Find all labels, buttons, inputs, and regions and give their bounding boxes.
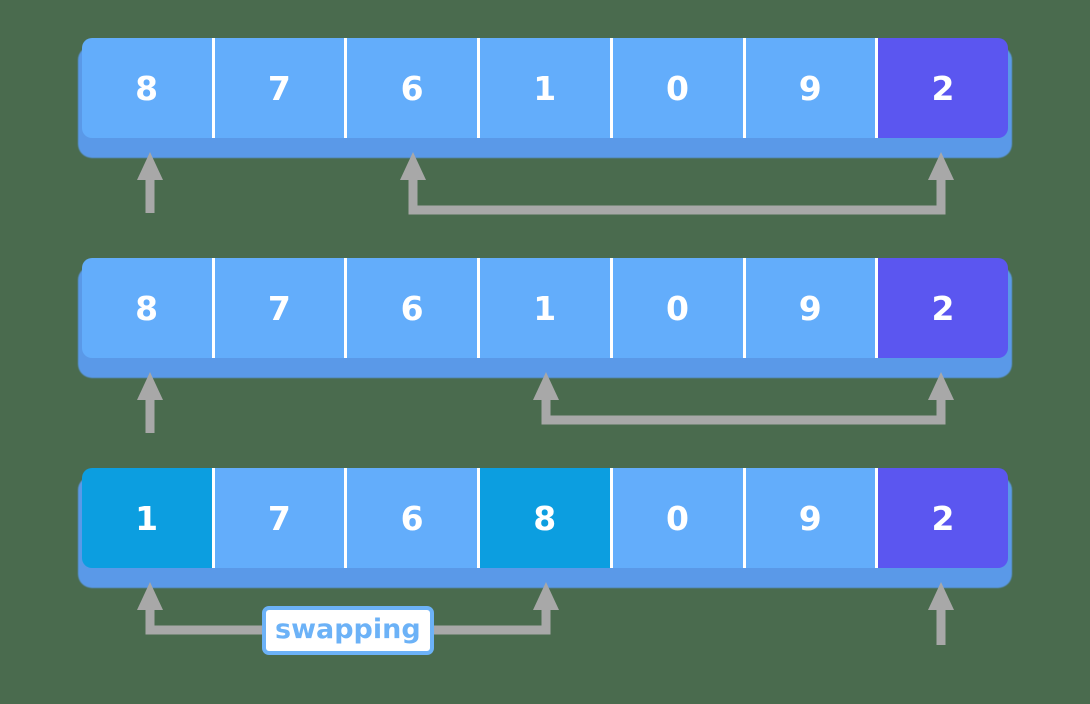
array-cell[interactable]: 7 [211,38,345,138]
array-cell[interactable]: 1 [477,258,610,358]
array-cell-highlighted[interactable]: 2 [875,258,1008,358]
array-cell[interactable]: 7 [211,258,345,358]
cell-value: 6 [400,288,425,328]
cell-value: 9 [798,288,823,328]
array-cell[interactable]: 8 [82,258,212,358]
array-cell[interactable]: 7 [211,468,345,568]
array-cell-highlighted[interactable]: 8 [477,468,610,568]
cell-value: 8 [135,288,159,328]
cell-value: 0 [666,68,690,108]
array-cell-highlighted[interactable]: 2 [875,38,1008,138]
cell-value: 8 [135,68,159,108]
array-cell[interactable]: 0 [609,38,743,138]
array-cell[interactable]: 9 [742,38,876,138]
cell-value: 0 [666,498,690,538]
array-cell[interactable]: 6 [344,38,478,138]
array-cells: 8 7 6 1 0 9 2 [82,258,1008,358]
array-cell[interactable]: 0 [609,468,743,568]
cell-value: 1 [533,68,557,108]
cell-value: 9 [798,498,823,538]
array-cells: 1 7 6 8 0 9 2 [82,468,1008,568]
cell-value: 9 [798,68,823,108]
array-cell[interactable]: 6 [344,258,478,358]
cell-value: 2 [931,498,955,538]
cell-value: 6 [400,498,425,538]
array-cell[interactable]: 9 [742,468,876,568]
array-cell[interactable]: 0 [609,258,743,358]
cell-value: 0 [666,288,690,328]
array-row-step-3: 1 7 6 8 0 9 2 [78,468,1012,588]
array-cells: 8 7 6 1 0 9 2 [82,38,1008,138]
array-cell[interactable]: 8 [82,38,212,138]
cell-value: 7 [267,288,292,328]
cell-value: 6 [400,68,425,108]
cell-value: 1 [533,288,557,328]
cell-value: 7 [267,68,292,108]
cell-value: 7 [267,498,292,538]
pointer-connector-path [408,172,946,215]
cell-value: 2 [931,288,955,328]
cell-value: 1 [135,498,159,538]
array-cell[interactable]: 9 [742,258,876,358]
array-cell[interactable]: 6 [344,468,478,568]
array-cell-highlighted[interactable]: 1 [82,468,212,568]
array-cell-highlighted[interactable]: 2 [875,468,1008,568]
array-row-step-2: 8 7 6 1 0 9 2 [78,258,1012,378]
cell-value: 2 [931,68,955,108]
array-cell[interactable]: 1 [477,38,610,138]
swapping-label: swapping [262,606,434,655]
pointer-connector-path [541,392,946,425]
cell-value: 8 [533,498,557,538]
array-row-step-1: 8 7 6 1 0 9 2 [78,38,1012,158]
